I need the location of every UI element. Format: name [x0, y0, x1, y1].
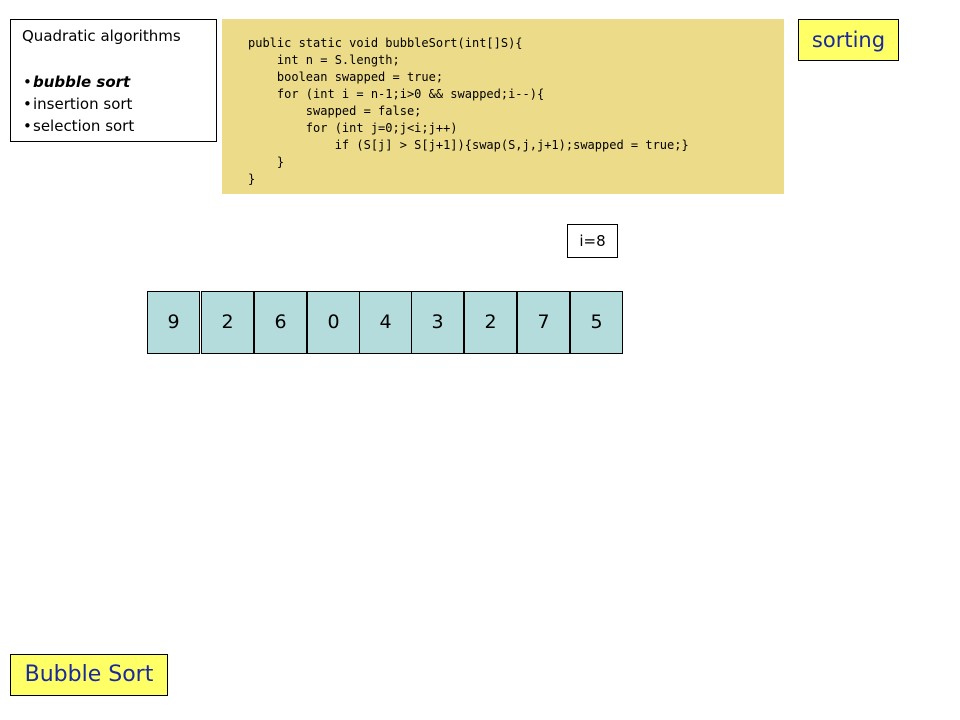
array-cell: 5	[570, 291, 623, 354]
bullet-icon: •	[23, 117, 32, 135]
array-cell: 6	[254, 291, 307, 354]
algorithms-list: •bubble sort •insertion sort •selection …	[23, 71, 134, 137]
bullet-icon: •	[23, 95, 32, 113]
array-cell: 7	[517, 291, 570, 354]
array-cell: 9	[147, 291, 200, 354]
code-line: public static void bubbleSort(int[]S){	[248, 36, 523, 50]
algorithm-item-insertion-sort: •insertion sort	[23, 95, 133, 113]
array-cell: 0	[307, 291, 360, 354]
algorithms-title: Quadratic algorithms	[22, 27, 181, 45]
algorithms-box: Quadratic algorithms •bubble sort •inser…	[10, 19, 217, 142]
code-line: if (S[j] > S[j+1]){swap(S,j,j+1);swapped…	[248, 138, 689, 152]
array-cell: 4	[359, 291, 412, 354]
code-block: public static void bubbleSort(int[]S){ i…	[222, 19, 784, 194]
code-line: for (int j=0;j<i;j++)	[248, 121, 458, 135]
algorithm-item-bubble-sort: •bubble sort	[23, 73, 131, 91]
code-line: }	[248, 155, 285, 169]
topic-badge: sorting	[798, 19, 899, 61]
array-cell: 2	[464, 291, 517, 354]
array-cell: 3	[411, 291, 464, 354]
slide-title: Bubble Sort	[10, 654, 168, 696]
bullet-icon: •	[23, 73, 32, 91]
code-line: boolean swapped = true;	[248, 70, 444, 84]
algorithm-item-selection-sort: •selection sort	[23, 117, 135, 135]
code-line: swapped = false;	[248, 104, 422, 118]
array-cell: 2	[201, 291, 254, 354]
code-line: int n = S.length;	[248, 53, 400, 67]
code-line: }	[248, 172, 256, 186]
code-line: for (int i = n-1;i>0 && swapped;i--){	[248, 87, 545, 101]
loop-index-label: i=8	[567, 224, 618, 258]
